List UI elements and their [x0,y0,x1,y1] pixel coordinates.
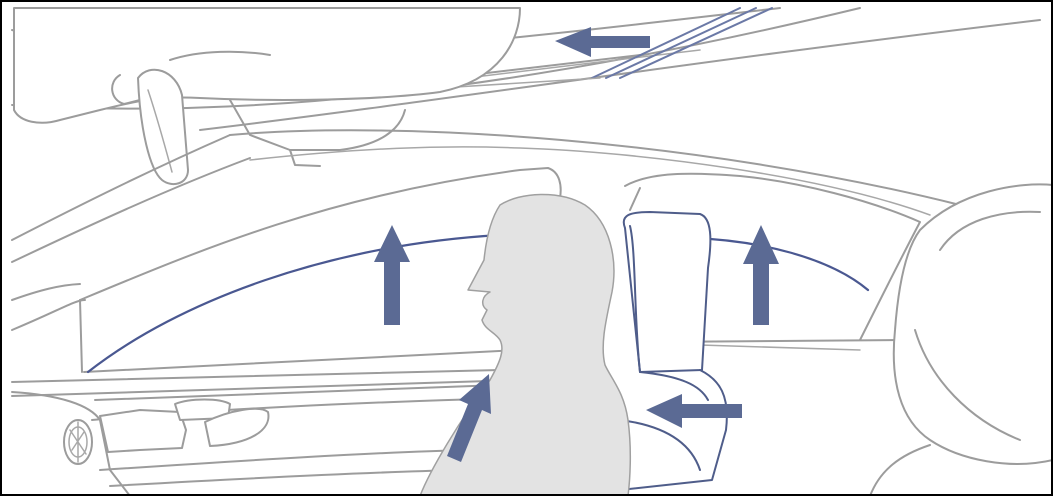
a-pillar [12,135,250,330]
arrow-up-icon [743,225,779,325]
overhead-console [14,8,520,166]
foreground-seat [870,184,1053,496]
door-speaker [64,420,92,464]
arrow-up-icon [374,225,410,325]
door-pull-handle [100,410,186,452]
front-window-glass-edge [88,235,500,372]
